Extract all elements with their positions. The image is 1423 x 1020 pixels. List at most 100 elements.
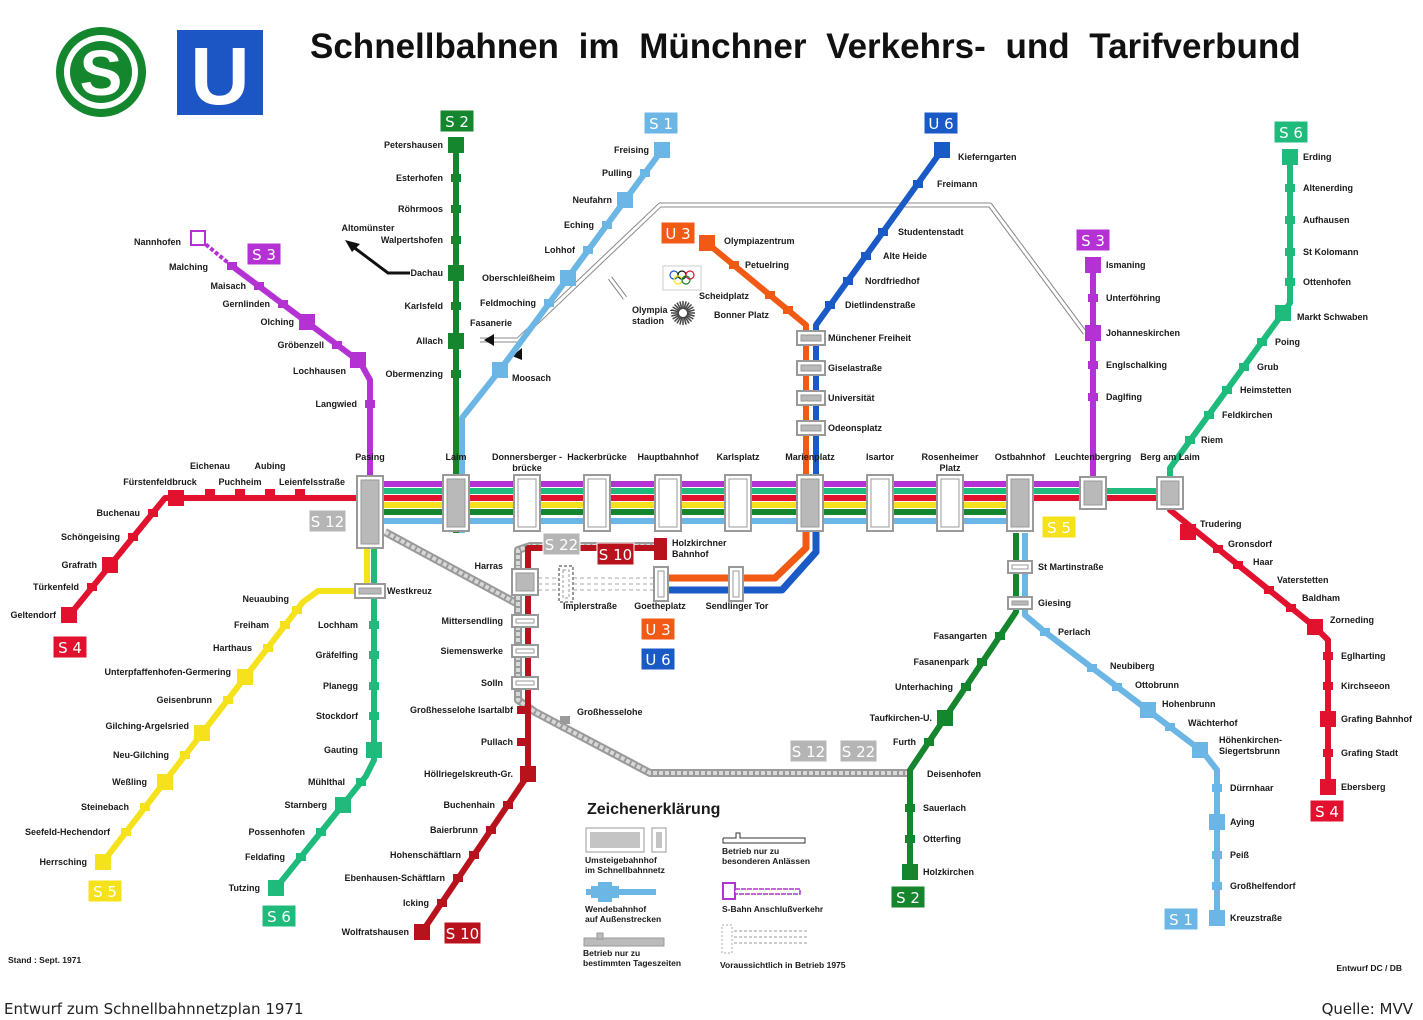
- interchange-station[interactable]: [796, 360, 826, 376]
- station-marker: [878, 228, 888, 236]
- station-label: Altomünster: [341, 223, 395, 233]
- interchange-station[interactable]: [653, 566, 669, 602]
- interchange-station[interactable]: [442, 474, 470, 532]
- terminus-station-marker: [520, 766, 536, 782]
- station-marker: [223, 696, 233, 704]
- station-marker: [517, 738, 527, 746]
- interchange-station[interactable]: [1079, 476, 1107, 510]
- station-marker: [1239, 363, 1249, 371]
- line-badge-u6[interactable]: U 6: [640, 647, 676, 671]
- interchange-station[interactable]: [1007, 560, 1033, 574]
- station-marker: [1204, 411, 1214, 419]
- station-marker: [1323, 652, 1333, 660]
- terminus-station-marker: [1085, 257, 1101, 273]
- page-title: Schnellbahnen im Münchner Verkehrs- und …: [310, 27, 1301, 66]
- interchange-station[interactable]: [1007, 596, 1033, 610]
- interchange-station[interactable]: [356, 475, 384, 549]
- line-badge-s10[interactable]: S 10: [596, 542, 635, 566]
- station-marker: [1212, 851, 1222, 859]
- interchange-station[interactable]: [728, 566, 744, 602]
- station-label: Tutzing: [229, 883, 260, 893]
- line-badge-s4[interactable]: S 4: [52, 635, 88, 659]
- terminus-station-marker: [95, 854, 111, 870]
- station-label: Höhenkirchen-Siegertsbrunn: [1219, 735, 1282, 756]
- station-label: Alte Heide: [883, 251, 927, 261]
- line-badge-s3[interactable]: S 3: [246, 242, 282, 266]
- interchange-station[interactable]: [1156, 476, 1184, 510]
- legend-label: Voraussichtlich in Betrieb 1975: [720, 960, 846, 970]
- line-badge-s22[interactable]: S 22: [839, 739, 878, 763]
- station-marker: [369, 682, 379, 690]
- line-badge-s4[interactable]: S 4: [1309, 799, 1345, 823]
- interchange-station[interactable]: [1006, 474, 1034, 532]
- interchange-station[interactable]: [511, 644, 539, 658]
- interchange-station[interactable]: [558, 565, 574, 603]
- line-badge-s22[interactable]: S 22: [542, 532, 581, 556]
- station-label: Nordfriedhof: [865, 276, 920, 286]
- interchange-station[interactable]: [796, 330, 826, 346]
- station-label: Mühlthal: [308, 777, 345, 787]
- station-label: Markt Schwaben: [1297, 312, 1368, 322]
- svg-text:S 3: S 3: [252, 246, 276, 264]
- legend-title: Zeichenerklärung: [587, 801, 720, 818]
- line-badge-s5[interactable]: S 5: [1041, 515, 1077, 539]
- line-badge-s10[interactable]: S 10: [443, 921, 482, 945]
- line-badge-u3[interactable]: U 3: [660, 221, 696, 245]
- line-badge-s1[interactable]: S 1: [1163, 907, 1199, 931]
- interchange-station[interactable]: [583, 474, 611, 532]
- line-badge-s2[interactable]: S 2: [439, 109, 475, 133]
- interchange-station[interactable]: [354, 583, 386, 599]
- station-marker: [140, 803, 150, 811]
- station-label: Deisenhofen: [927, 769, 981, 779]
- station-marker: [1323, 749, 1333, 757]
- station-marker: [278, 300, 288, 308]
- interchange-station[interactable]: [796, 420, 826, 436]
- interchange-station[interactable]: [796, 474, 824, 532]
- line-badge-s5[interactable]: S 5: [87, 879, 123, 903]
- interchange-station[interactable]: [724, 474, 752, 532]
- stand-date: Stand : Sept. 1971: [8, 955, 81, 965]
- station-label: Pulling: [602, 168, 632, 178]
- station-label: Leienfelsstraße: [279, 477, 345, 487]
- station-label: Kreuzstraße: [1230, 913, 1282, 923]
- olympic-logo: [662, 265, 702, 325]
- terminus-station-marker: [237, 669, 253, 685]
- line-badge-s1[interactable]: S 1: [643, 111, 679, 135]
- interchange-station[interactable]: [513, 474, 541, 532]
- line-badge-s6[interactable]: S 6: [1273, 120, 1309, 144]
- interchange-station[interactable]: [654, 474, 682, 532]
- svg-text:U 6: U 6: [928, 115, 953, 133]
- line-badge-s12[interactable]: S 12: [789, 739, 828, 763]
- interchange-station[interactable]: [511, 676, 539, 690]
- interchange-station[interactable]: [936, 474, 964, 532]
- line-badge-u3[interactable]: U 3: [640, 617, 676, 641]
- interchange-station[interactable]: [511, 614, 539, 628]
- station-marker: [905, 804, 915, 812]
- terminus-station-marker: [1180, 524, 1196, 540]
- station-label: Dachau: [410, 268, 443, 278]
- interchange-station[interactable]: [866, 474, 894, 532]
- station-label: Starnberg: [284, 800, 327, 810]
- interchange-station[interactable]: [511, 568, 539, 596]
- station-label: Petershausen: [384, 140, 443, 150]
- station-label: Steinebach: [81, 802, 129, 812]
- lines-S3-west-route: [230, 263, 373, 484]
- station-label: Freiham: [234, 620, 269, 630]
- station-label: Kirchseeon: [1341, 681, 1390, 691]
- terminus-station-marker: [366, 742, 382, 758]
- line-badge-s6[interactable]: S 6: [261, 904, 297, 928]
- terminus-station-marker: [268, 880, 284, 896]
- station-marker: [148, 509, 158, 517]
- station-label: Neubiberg: [1110, 661, 1155, 671]
- line-badge-s12[interactable]: S 12: [308, 509, 347, 533]
- interchange-station[interactable]: [796, 390, 826, 406]
- line-badge-s3[interactable]: S 3: [1075, 228, 1111, 252]
- station-marker: [1088, 361, 1098, 369]
- line-badge-u6[interactable]: U 6: [923, 111, 959, 135]
- station-marker: [1165, 723, 1175, 731]
- arrow-icon: [484, 334, 494, 346]
- station-label: Icking: [403, 898, 429, 908]
- svg-text:S 22: S 22: [842, 743, 875, 761]
- line-badge-s2[interactable]: S 2: [890, 885, 926, 909]
- station-marker: [1088, 294, 1098, 302]
